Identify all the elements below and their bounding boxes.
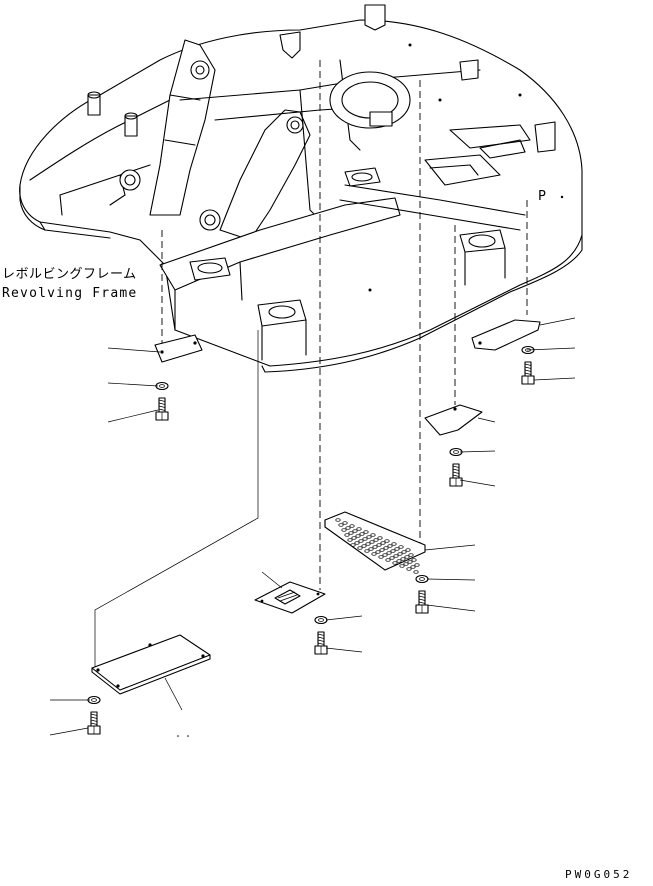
cover-plate-center-small bbox=[254, 571, 326, 614]
bolt bbox=[87, 711, 101, 735]
cover-plate-right-mid bbox=[424, 404, 496, 436]
svg-text:P: P bbox=[538, 189, 546, 204]
frame-mount-left bbox=[189, 257, 231, 281]
alignment-lines bbox=[161, 60, 528, 590]
bolt bbox=[449, 463, 463, 487]
cover-plate-rear-left bbox=[107, 334, 203, 363]
bolt bbox=[155, 397, 169, 421]
bolt bbox=[415, 590, 429, 614]
boom-foot-right bbox=[219, 109, 311, 241]
bolt bbox=[314, 631, 328, 655]
boom-foot-left bbox=[149, 39, 216, 216]
drawing-code: PW0G052 bbox=[565, 868, 633, 881]
frame-name-japanese: レボルビングフレーム bbox=[2, 267, 137, 282]
frame-name-english: Revolving Frame bbox=[2, 286, 138, 301]
bolt bbox=[521, 361, 535, 385]
cover-plate-right-rear bbox=[471, 317, 576, 351]
step-mesh bbox=[335, 518, 420, 574]
washer bbox=[415, 574, 429, 584]
cover-plate-left-large bbox=[91, 634, 211, 737]
perforated-step-plate bbox=[324, 511, 476, 574]
frame-deck-outline bbox=[19, 19, 583, 367]
washer bbox=[314, 615, 328, 625]
revolving-frame: P bbox=[19, 4, 583, 373]
leader-lines bbox=[49, 347, 576, 736]
